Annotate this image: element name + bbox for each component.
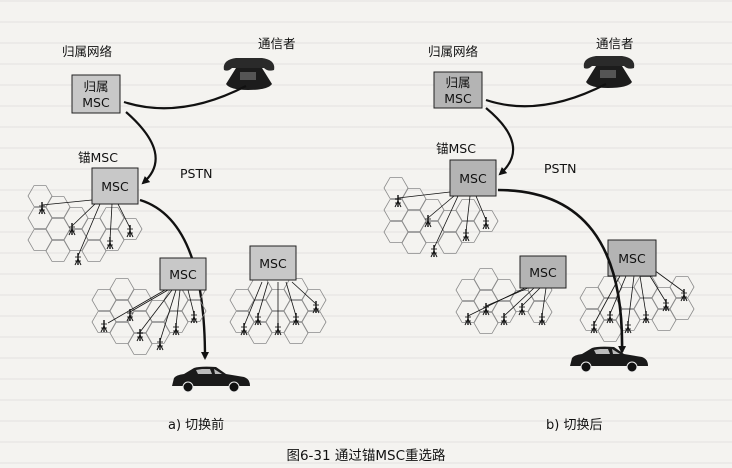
intermediate-msc-text: MSC [529, 265, 557, 280]
caller-to-home-link [485, 83, 607, 108]
home-msc-label-line2: MSC [444, 91, 472, 106]
telephone-icon [583, 56, 635, 88]
other-msc-text: MSC [259, 256, 287, 271]
anchor-msc-cells [383, 177, 499, 258]
caption-before: a) 切换前 [168, 418, 225, 433]
pstn-label: PSTN [180, 166, 212, 181]
pstn-label: PSTN [544, 161, 576, 176]
vehicle-icon [569, 346, 649, 373]
anchor-msc-text: MSC [459, 171, 487, 186]
vehicle-icon [171, 366, 251, 393]
panel-after-handover: 归属网络 归属 MSC 通信者 锚MSC MSC PSTN [383, 36, 695, 373]
serving-msc-cells [91, 278, 207, 355]
caller-to-home-link [123, 85, 247, 110]
anchor-msc-cells [27, 185, 143, 266]
home-msc-box [433, 71, 483, 109]
anchor-msc-box [449, 159, 497, 197]
home-network-label: 归属网络 [62, 44, 113, 59]
home-msc-label-line2: MSC [82, 95, 110, 110]
caption-after: b) 切换后 [546, 418, 603, 433]
caller-label: 通信者 [258, 36, 296, 51]
home-to-anchor-link [125, 111, 157, 185]
anchor-msc-label: 锚MSC [436, 141, 476, 156]
intermediate-msc-box [519, 255, 567, 289]
home-msc-box [71, 74, 121, 114]
serving-msc-box [159, 257, 207, 291]
serving-msc-cells [579, 269, 695, 342]
home-msc-label-line1: 归属 [445, 75, 470, 90]
home-to-anchor-link [485, 107, 515, 176]
anchor-to-vehicle-path [497, 188, 627, 354]
intermediate-msc-cells [455, 268, 553, 334]
anchor-msc-label: 锚MSC [78, 150, 118, 165]
serving-msc-text: MSC [169, 267, 197, 282]
serving-msc-box [607, 239, 657, 277]
other-msc-box [249, 245, 297, 281]
home-network-label: 归属网络 [428, 44, 479, 59]
caller-label: 通信者 [596, 36, 634, 51]
other-msc-cells [229, 278, 327, 344]
home-msc-label-line1: 归属 [83, 79, 108, 94]
anchor-msc-text: MSC [101, 179, 129, 194]
anchor-msc-box [91, 167, 139, 205]
figure-caption: 图6-31 通过锚MSC重选路 [286, 448, 446, 464]
panel-before-handover: 归属网络 归属 MSC 通信者 锚MSC MSC PSTN [27, 36, 327, 393]
telephone-icon [223, 58, 275, 90]
serving-msc-text: MSC [618, 251, 646, 266]
anchor-to-vehicle-path [139, 198, 209, 360]
